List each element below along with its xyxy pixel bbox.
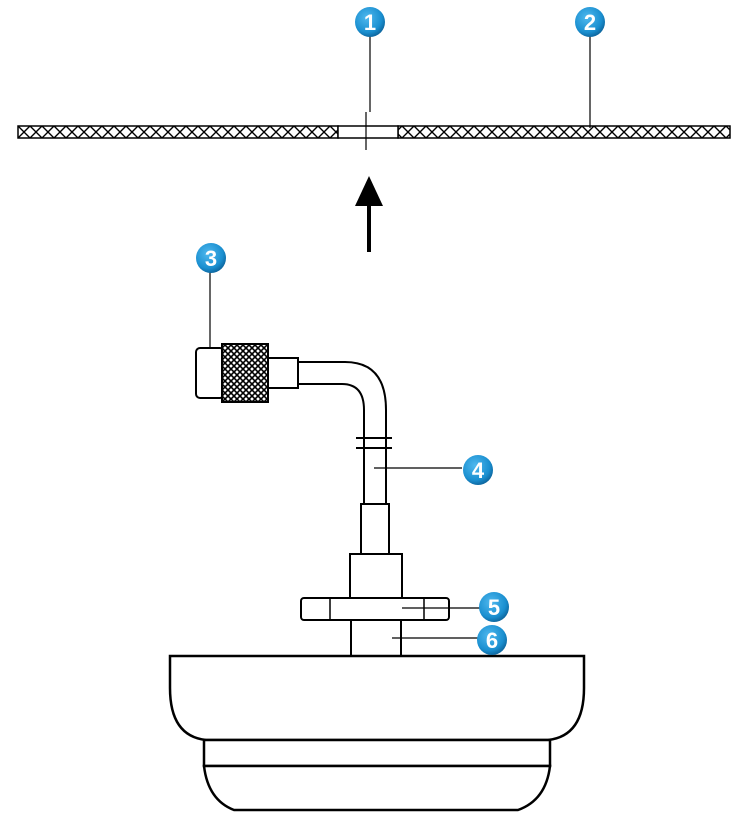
callout-6: 6	[477, 625, 507, 655]
mounting-hole	[337, 112, 399, 150]
callout-4: 4	[463, 455, 493, 485]
callout-5: 5	[479, 592, 509, 622]
callout-1: 1	[355, 7, 385, 37]
callout-4-label: 4	[472, 458, 485, 483]
callout-2: 2	[575, 7, 605, 37]
insertion-arrow	[355, 176, 383, 252]
cable	[298, 361, 392, 510]
callout-3-label: 3	[205, 246, 217, 271]
leader-lines	[209, 36, 591, 639]
callout-5-label: 5	[488, 595, 500, 620]
antenna-housing	[168, 654, 586, 812]
connector	[195, 343, 299, 403]
callout-6-label: 6	[486, 628, 498, 653]
mounting-nut	[300, 597, 450, 621]
callout-2-label: 2	[584, 10, 596, 35]
callout-3: 3	[196, 243, 226, 273]
ceiling-panel	[17, 125, 731, 139]
threaded-stem	[349, 503, 403, 601]
callout-1-label: 1	[364, 10, 376, 35]
